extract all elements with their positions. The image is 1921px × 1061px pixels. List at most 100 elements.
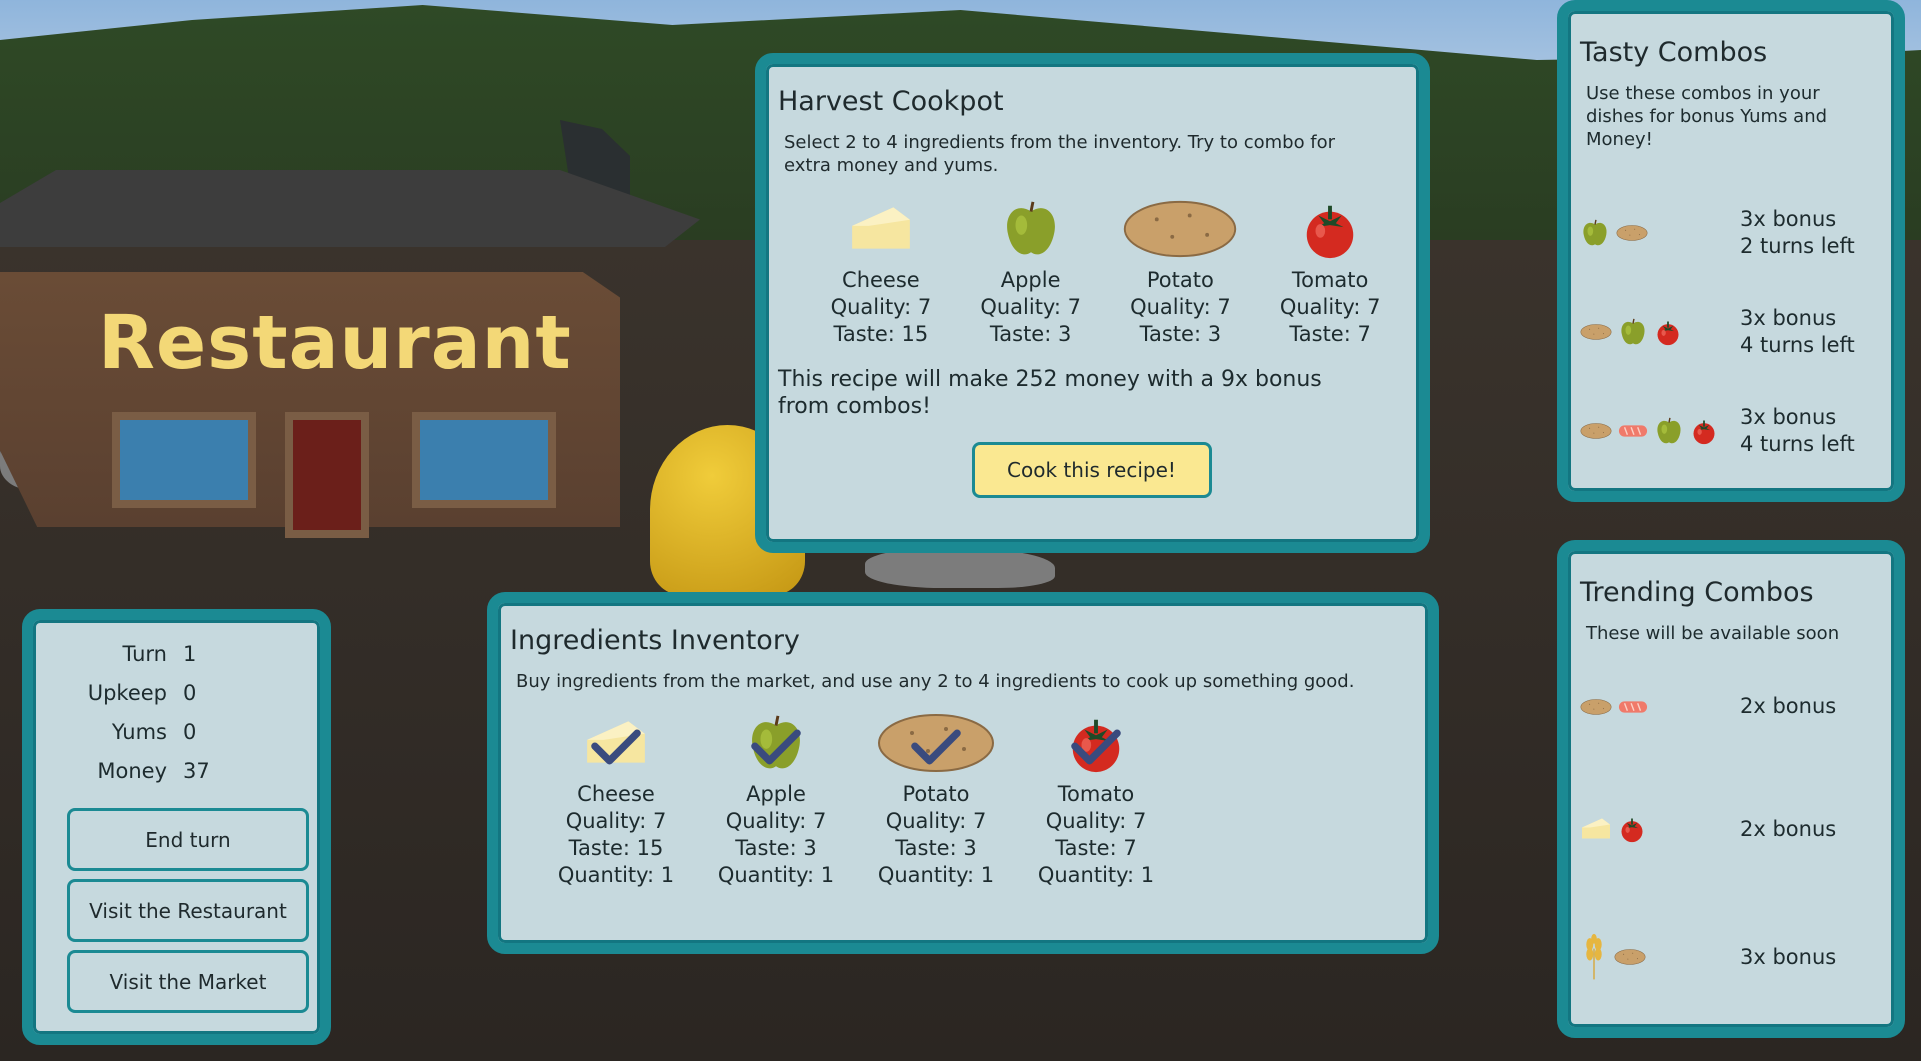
trending-combos-title: Trending Combos <box>1580 577 1814 608</box>
inventory-ingredient-cheese[interactable]: Cheese Quality: 7 Taste: 15 Quantity: 1 <box>536 711 696 889</box>
ingredient-quality: Quality: 7 <box>1045 809 1147 833</box>
ingredient-name: Tomato <box>1291 268 1369 292</box>
combo-bonus: 2x bonus <box>1740 694 1837 718</box>
potato-icon <box>1580 422 1612 440</box>
ingredient-name: Potato <box>902 782 970 806</box>
cookpot-panel: Harvest Cookpot Select 2 to 4 ingredient… <box>755 53 1430 553</box>
cookpot-ingredient-cheese[interactable]: Cheese Quality: 7 Taste: 15 <box>806 197 956 348</box>
cookpot-ingredient-tomato[interactable]: Tomato Quality: 7 Taste: 7 <box>1255 197 1405 348</box>
stat-turn: Turn 1 <box>55 634 298 673</box>
inventory-title: Ingredients Inventory <box>510 625 800 656</box>
checkmark-icon <box>910 728 962 768</box>
stat-value: 0 <box>183 680 197 705</box>
combo-bonus: 2x bonus <box>1740 816 1837 841</box>
ingredient-quantity: Quantity: 1 <box>877 863 995 887</box>
ingredient-taste: Taste: 3 <box>895 836 977 860</box>
tasty-combos-panel: Tasty Combos Use these combos in your di… <box>1557 0 1905 502</box>
inventory-panel: Ingredients Inventory Buy ingredients fr… <box>487 592 1439 954</box>
combo-item: 3x bonus <box>1580 931 1900 983</box>
checkmark-icon <box>1070 728 1122 768</box>
combo-item: 3x bonus 4 turns left <box>1580 305 1900 359</box>
end-turn-button[interactable]: End turn <box>67 808 309 871</box>
trending-combos-panel: Trending Combos These will be available … <box>1557 540 1905 1038</box>
tomato-icon <box>1654 318 1682 346</box>
apple-icon <box>1618 317 1648 347</box>
apple-icon <box>1580 218 1610 248</box>
stats-panel: Turn 1 Upkeep 0 Yums 0 Money 37 End turn… <box>22 609 331 1045</box>
inventory-ingredient-apple[interactable]: Apple Quality: 7 Taste: 3 Quantity: 1 <box>696 711 856 889</box>
ingredient-name: Potato <box>1146 268 1214 292</box>
potato-icon <box>1616 224 1648 242</box>
ingredient-taste: Taste: 15 <box>833 322 929 346</box>
apple-icon <box>1654 416 1684 446</box>
recipe-summary: This recipe will make 252 money with a 9… <box>778 367 1322 419</box>
combo-bonus: 3x bonus <box>1740 306 1837 330</box>
ingredient-name: Cheese <box>842 268 920 292</box>
cookpot-ingredient-apple[interactable]: Apple Quality: 7 Taste: 3 <box>956 197 1106 348</box>
ingredient-taste: Taste: 3 <box>989 322 1072 346</box>
restaurant-door <box>285 412 369 538</box>
ingredient-taste: Taste: 15 <box>568 836 664 860</box>
restaurant-window <box>112 412 256 508</box>
ingredient-quality: Quality: 7 <box>725 809 827 833</box>
ingredient-quantity: Quantity: 1 <box>557 863 675 887</box>
visit-restaurant-button[interactable]: Visit the Restaurant <box>67 879 309 942</box>
combo-turns: 4 turns left <box>1740 333 1855 357</box>
ingredient-taste: Taste: 7 <box>1289 322 1371 346</box>
stat-money: Money 37 <box>55 751 298 790</box>
restaurant-roof <box>0 170 700 247</box>
salmon-icon <box>1618 422 1648 440</box>
salmon-icon <box>1618 698 1648 716</box>
visit-market-button[interactable]: Visit the Market <box>67 950 309 1013</box>
stat-upkeep: Upkeep 0 <box>55 673 298 712</box>
tasty-combos-title: Tasty Combos <box>1580 37 1768 68</box>
combo-bonus: 3x bonus <box>1740 944 1837 969</box>
ingredient-quantity: Quantity: 1 <box>717 863 835 887</box>
stat-label: Turn <box>122 641 167 666</box>
restaurant-window <box>412 412 556 508</box>
cook-recipe-button[interactable]: Cook this recipe! <box>971 442 1212 498</box>
tomato-icon <box>1618 815 1646 843</box>
combo-bonus: 3x bonus <box>1740 207 1837 231</box>
restaurant-sign: Restaurant <box>98 300 572 386</box>
ingredient-taste: Taste: 3 <box>1139 322 1222 346</box>
combo-bonus: 3x bonus <box>1740 405 1837 429</box>
tasty-combos-description: Use these combos in your dishes for bonu… <box>1586 83 1828 150</box>
checkmark-icon <box>590 728 642 768</box>
tomato-icon <box>1299 198 1361 260</box>
stat-value: 0 <box>183 719 197 744</box>
stat-value: 37 <box>183 758 210 783</box>
combo-turns: 2 turns left <box>1740 234 1855 258</box>
inventory-description: Buy ingredients from the market, and use… <box>516 671 1355 692</box>
cheese-icon <box>1580 816 1612 842</box>
ingredient-quantity: Quantity: 1 <box>1037 863 1155 887</box>
combo-turns: 4 turns left <box>1740 432 1855 456</box>
ingredient-quality: Quality: 7 <box>980 295 1081 319</box>
ingredient-name: Apple <box>746 782 806 806</box>
inventory-ingredients: Cheese Quality: 7 Taste: 15 Quantity: 1 … <box>536 711 1414 889</box>
combo-item: 2x bonus <box>1580 693 1900 720</box>
inventory-ingredient-tomato[interactable]: Tomato Quality: 7 Taste: 7 Quantity: 1 <box>1016 711 1176 889</box>
apple-icon <box>1000 198 1062 260</box>
ingredient-quality: Quality: 7 <box>885 809 987 833</box>
potato-icon <box>1614 948 1646 966</box>
stat-value: 1 <box>183 641 197 666</box>
trending-combos-description: These will be available soon <box>1586 623 1840 644</box>
cookpot-ingredient-potato[interactable]: Potato Quality: 7 Taste: 3 <box>1106 197 1256 348</box>
ingredient-quality: Quality: 7 <box>1130 295 1231 319</box>
ingredient-taste: Taste: 3 <box>735 836 817 860</box>
inventory-ingredient-potato[interactable]: Potato Quality: 7 Taste: 3 Quantity: 1 <box>856 711 1016 889</box>
ingredient-quality: Quality: 7 <box>830 295 932 319</box>
potato-icon <box>1121 198 1239 260</box>
cookpot-ingredients: Cheese Quality: 7 Taste: 15 Apple Qualit… <box>806 197 1405 348</box>
potato-icon <box>1580 698 1612 716</box>
rock <box>865 548 1055 588</box>
combo-item: 3x bonus 4 turns left <box>1580 404 1900 458</box>
wheat-icon <box>1580 931 1608 983</box>
ingredient-name: Cheese <box>577 782 655 806</box>
stat-label: Upkeep <box>87 680 167 705</box>
checkmark-icon <box>750 728 802 768</box>
potato-icon <box>1580 323 1612 341</box>
ingredient-quality: Quality: 7 <box>1279 295 1381 319</box>
cookpot-description: Select 2 to 4 ingredients from the inven… <box>784 132 1336 176</box>
